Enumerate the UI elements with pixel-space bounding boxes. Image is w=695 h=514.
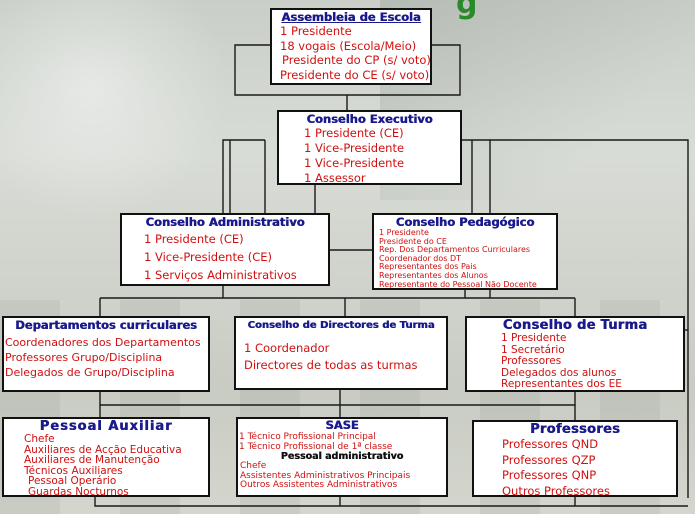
- turma-item: Delegados dos alunos: [501, 366, 617, 379]
- auxiliar-items: Chefe Auxiliares de Acção Educativa Auxi…: [4, 433, 208, 497]
- executivo-item: 1 Vice-Presidente: [304, 141, 405, 155]
- assembleia-box: Assembleia de Escola 1 Presidente 18 vog…: [270, 8, 432, 85]
- administrativo-title: Conselho Administrativo: [145, 215, 305, 229]
- auxiliar-item: Chefe: [24, 433, 55, 445]
- sase-item: 1 Técnico Profissional Principal: [239, 432, 376, 442]
- turma-item: 1 Secretário: [501, 343, 565, 356]
- assembleia-item: Presidente do CE (s/ voto): [280, 67, 430, 82]
- auxiliar-item: Pessoal Operário: [28, 475, 117, 488]
- auxiliar-item: Auxiliares de Acção Educativa: [24, 443, 182, 456]
- auxiliar-title: Pessoal Auxiliar: [39, 419, 173, 434]
- assembleia-title: Assembleia de Escola: [281, 10, 421, 24]
- sase-items-bottom: Chefe Assistentes Administrativos Princi…: [238, 461, 446, 491]
- executivo-item: 1 Vice-Presidente: [304, 156, 405, 170]
- auxiliar-item: Técnicos Auxiliares: [24, 464, 123, 477]
- assembleia-item: 1 Presidente: [280, 24, 352, 38]
- connector-bus-level4: [99, 392, 576, 406]
- sase-item: Outros Assistentes Administrativos: [240, 480, 398, 491]
- sase-subtitle: Pessoal administrativo: [280, 451, 404, 462]
- directores-box: Conselho de Directores de Turma 1 Coorde…: [234, 316, 448, 390]
- connector-executivo-left-1: [222, 139, 265, 213]
- departamentos-box: Departamentos curriculares Coordenadores…: [2, 316, 210, 392]
- administrativo-box: Conselho Administrativo 1 Presidente (CE…: [120, 213, 330, 286]
- pedagogico-item: Coordenador dos DT: [379, 253, 462, 263]
- pedagogico-item: Rep. Dos Departamentos Curriculares: [379, 245, 531, 255]
- pedagogico-item: 1 Presidente: [379, 228, 429, 237]
- professores-title: Professores: [529, 422, 620, 437]
- turma-title: Conselho de Turma: [502, 318, 648, 333]
- turma-items: 1 Presidente 1 Secretário Professores De…: [467, 332, 683, 391]
- turma-item: Professores: [501, 355, 562, 368]
- directores-item: 1 Coordenador: [244, 341, 330, 355]
- professores-item: Professores QNP: [502, 468, 597, 482]
- directores-title: Conselho de Directores de Turma: [247, 320, 435, 331]
- pedagogico-item: Representantes dos Alunos: [379, 270, 488, 280]
- departamentos-item: Professores Grupo/Disciplina: [5, 351, 163, 364]
- executivo-item: 1 Assessor: [304, 171, 366, 185]
- pedagogico-item: Representante do Pessoal Não Docente: [379, 279, 537, 289]
- executivo-item: 1 Presidente (CE): [304, 126, 404, 140]
- sase-item: 1 Técnico Profissional de 1ª classe: [239, 442, 393, 452]
- executivo-title: Conselho Executivo: [306, 112, 433, 126]
- departamentos-title: Departamentos curriculares: [15, 318, 197, 332]
- connector-executivo-far-right: [490, 139, 689, 498]
- assembleia-item: 18 vogais (Escola/Meio): [280, 38, 417, 53]
- sase-box: SASE 1 Técnico Profissional Principal 1 …: [236, 417, 448, 497]
- departamentos-item: Coordenadores dos Departamentos: [5, 336, 201, 349]
- administrativo-item: 1 Presidente (CE): [144, 232, 244, 246]
- administrativo-item: 1 Vice-Presidente (CE): [144, 250, 272, 264]
- assembleia-items: 1 Presidente 18 vogais (Escola/Meio) Pre…: [272, 24, 430, 82]
- connector-bus-bottom: [94, 497, 688, 507]
- executivo-items: 1 Presidente (CE) 1 Vice-Presidente 1 Vi…: [279, 126, 460, 185]
- turma-item: 1 Presidente: [501, 332, 567, 344]
- sase-item: Chefe: [240, 461, 267, 471]
- administrativo-item: 1 Serviços Administrativos: [144, 268, 297, 282]
- pedagogico-box: Conselho Pedagógico 1 Presidente Preside…: [372, 213, 558, 290]
- page-title-fragment: g: [456, 0, 479, 21]
- pedagogico-item: Presidente do CE: [379, 236, 447, 246]
- professores-box: Professores Professores QND Professores …: [472, 420, 678, 497]
- professores-item: Outros Professores: [502, 483, 610, 497]
- auxiliar-item: Auxiliares de Manutenção: [24, 454, 160, 467]
- professores-item: Professores QND: [502, 437, 599, 451]
- administrativo-items: 1 Presidente (CE) 1 Vice-Presidente (CE)…: [122, 230, 328, 284]
- executivo-box: Conselho Executivo 1 Presidente (CE) 1 V…: [277, 110, 462, 185]
- directores-items: 1 Coordenador Directores de todas as tur…: [236, 340, 446, 374]
- pedagogico-title: Conselho Pedagógico: [395, 215, 535, 229]
- directores-item: Directores de todas as turmas: [244, 358, 418, 372]
- sase-item: Assistentes Administrativos Principais: [240, 470, 411, 481]
- professores-items: Professores QND Professores QZP Professo…: [474, 437, 676, 497]
- departamentos-items: Coordenadores dos Departamentos Professo…: [4, 335, 208, 380]
- departamentos-item: Delegados de Grupo/Disciplina: [5, 366, 175, 379]
- turma-box: Conselho de Turma 1 Presidente 1 Secretá…: [465, 316, 685, 392]
- auxiliar-box: Pessoal Auxiliar Chefe Auxiliares de Acç…: [2, 417, 210, 497]
- auxiliar-item: Guardas Nocturnos: [28, 485, 129, 497]
- pedagogico-item: Representantes dos Pais: [379, 262, 477, 272]
- turma-item: Representantes dos EE: [501, 378, 622, 391]
- professores-item: Professores QZP: [502, 452, 596, 467]
- pedagogico-items: 1 Presidente Presidente do CE Rep. Dos D…: [374, 228, 556, 289]
- assembleia-item: Presidente do CP (s/ voto): [282, 53, 431, 67]
- sase-items-top: 1 Técnico Profissional Principal 1 Técni…: [238, 432, 446, 452]
- sase-title: SASE: [325, 418, 359, 432]
